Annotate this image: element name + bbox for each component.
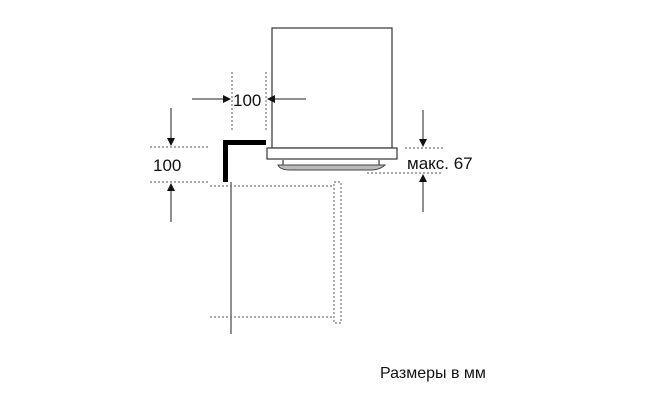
units-caption: Размеры в мм	[380, 365, 486, 382]
appliance-handle	[277, 164, 387, 171]
vertical-dimension-label: 100	[153, 156, 181, 175]
appliance	[266, 27, 398, 171]
horizontal-dimension: 100	[192, 72, 306, 131]
wall-bracket	[223, 140, 266, 182]
appliance-base-plate	[266, 147, 398, 160]
vertical-dimension: 100	[150, 108, 210, 222]
cabinet-side-panel	[333, 181, 342, 324]
max-height-label: макс. 67	[407, 154, 473, 173]
horizontal-dimension-label: 100	[233, 91, 261, 110]
appliance-body	[271, 27, 393, 149]
max-height-dimension: макс. 67	[367, 110, 473, 212]
